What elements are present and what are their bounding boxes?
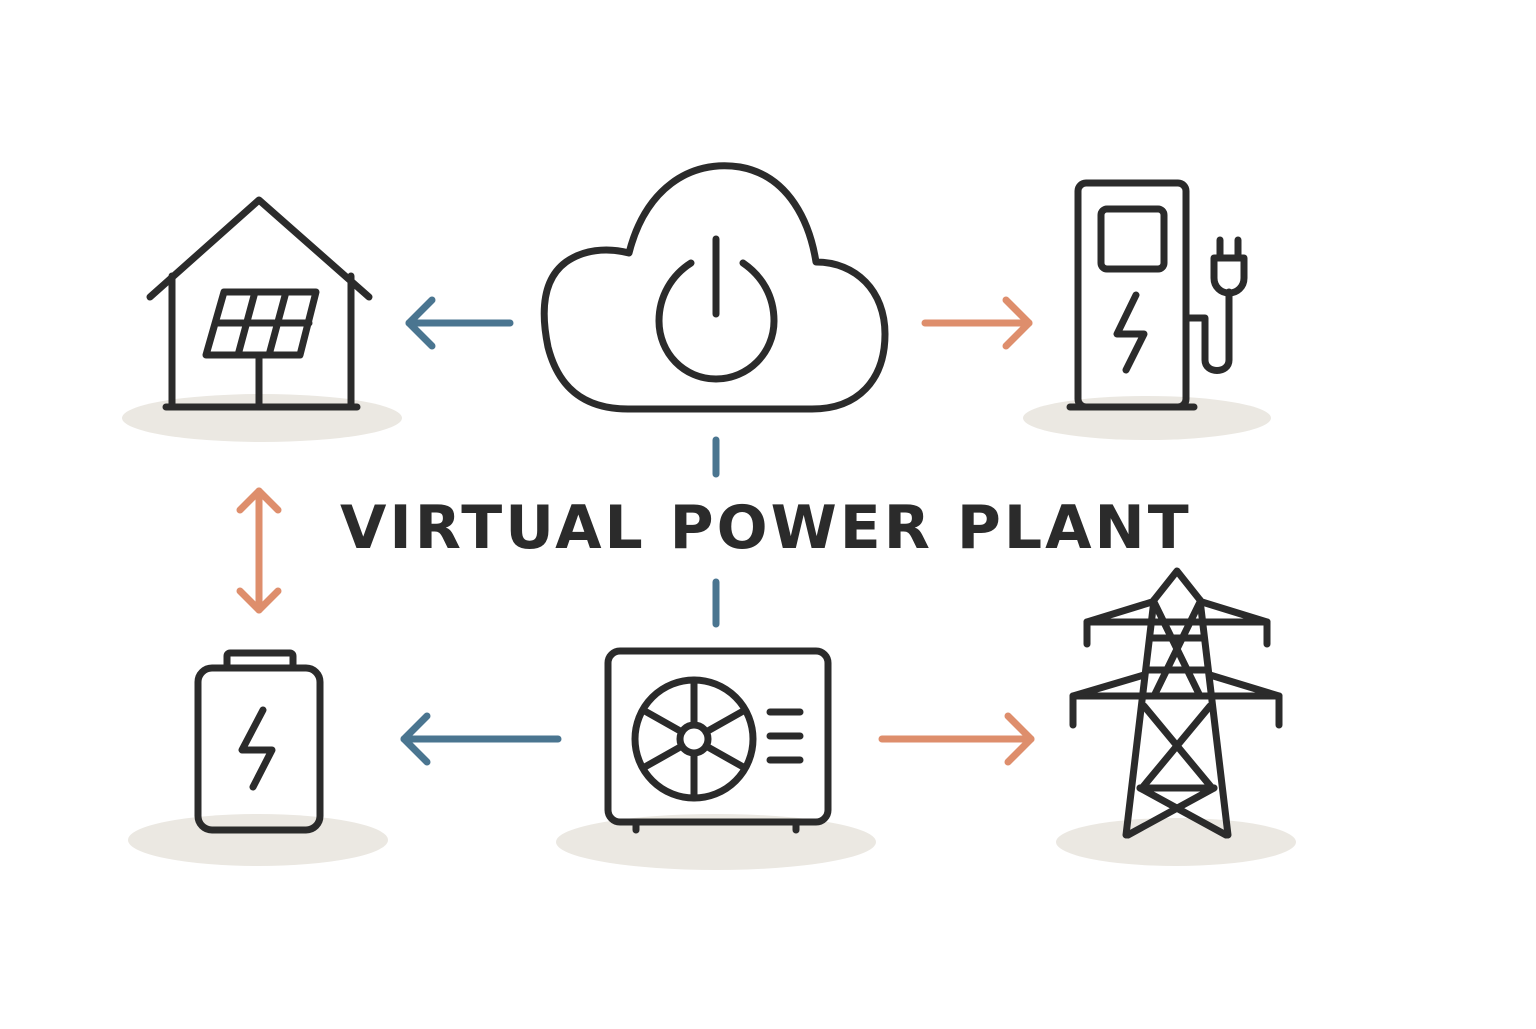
charger-shadow	[1023, 396, 1271, 440]
arrow-heat-pump-to-tower	[878, 712, 1035, 766]
arrow-house-battery	[236, 487, 282, 614]
battery-shadow	[128, 814, 388, 866]
cloud-power-icon	[540, 162, 889, 413]
charging-cable	[1182, 288, 1233, 374]
plug-icon	[1210, 254, 1248, 297]
heat-pump-icon	[604, 647, 832, 834]
tower-shadow	[1056, 818, 1296, 866]
charger-screen	[1097, 205, 1168, 273]
ev-charger-icon	[1066, 179, 1248, 411]
bolt-icon	[1113, 291, 1148, 374]
diagram-title: VIRTUAL POWER PLANT	[340, 493, 1192, 563]
transmission-tower-icon	[1069, 567, 1283, 839]
battery-icon	[194, 649, 324, 834]
arrow-cloud-to-house	[405, 296, 514, 350]
bolt-icon	[238, 706, 276, 791]
arrow-cloud-to-charger	[921, 296, 1033, 350]
arrow-heat-pump-to-battery	[400, 712, 562, 766]
solar-house-icon	[146, 196, 373, 411]
